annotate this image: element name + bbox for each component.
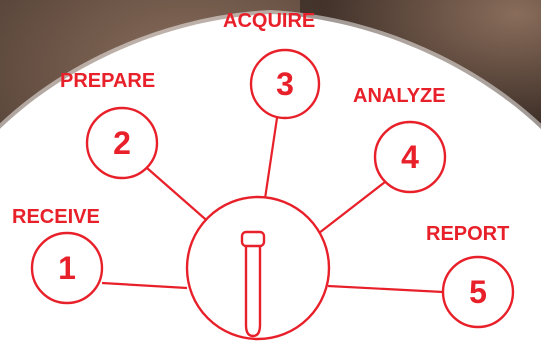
center-circle: [185, 195, 331, 341]
step-node-report: 5 REPORT: [426, 223, 515, 329]
step-label: ANALYZE: [353, 85, 446, 107]
test-tube-icon: [240, 230, 266, 338]
step-number: 3: [276, 66, 294, 102]
step-label: REPORT: [426, 223, 509, 245]
connector-line-prepare: [146, 167, 213, 226]
step-circle: [85, 106, 159, 180]
center-node: [185, 195, 331, 341]
step-number: 5: [469, 274, 487, 310]
white-arc-edge: [0, 9, 541, 135]
white-arc-overlay: [0, 14, 541, 353]
connector-lines: [101, 117, 444, 294]
step-node-receive: 1 RECEIVE: [12, 206, 104, 305]
step-nodes: 1 RECEIVE 2 PREPARE 3 ACQUIRE 4 ANALYZE 5 REPORT: [12, 10, 515, 329]
step-label: RECEIVE: [12, 206, 100, 228]
step-node-acquire: 3 ACQUIRE: [223, 10, 321, 120]
step-number: 2: [113, 125, 131, 161]
connector-line-report: [327, 284, 444, 294]
step-number: 1: [58, 250, 76, 286]
step-circle: [441, 255, 515, 329]
step-label: ACQUIRE: [223, 10, 315, 32]
connector-line-analyze: [309, 181, 386, 241]
step-label: PREPARE: [60, 70, 155, 92]
connector-line-receive: [101, 281, 188, 290]
step-node-analyze: 4 ANALYZE: [353, 85, 447, 194]
step-circle: [30, 231, 104, 305]
step-node-prepare: 2 PREPARE: [60, 70, 159, 180]
step-circle: [249, 48, 321, 120]
step-circle: [373, 120, 447, 194]
step-number: 4: [401, 139, 419, 175]
